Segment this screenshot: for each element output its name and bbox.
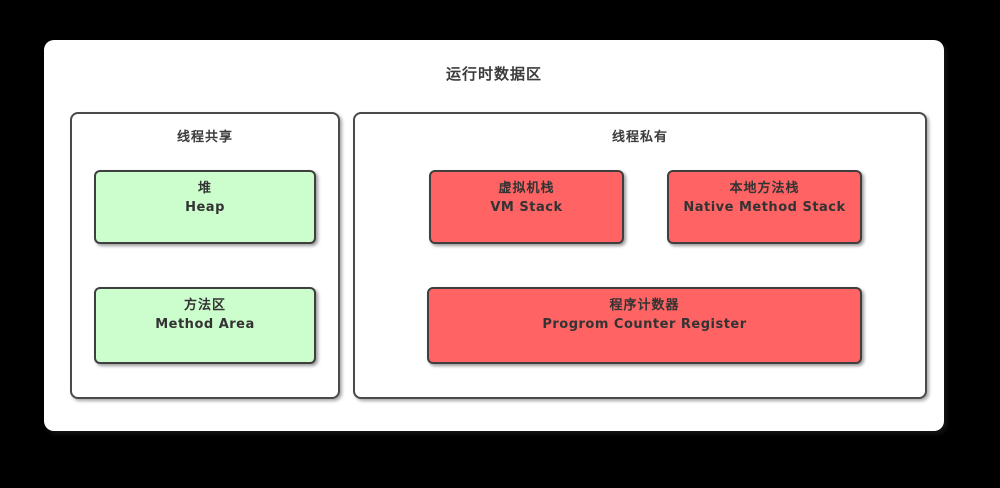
node-method-area-label-zh: 方法区 bbox=[183, 298, 226, 313]
group-thread-private-label: 线程私有 bbox=[611, 130, 668, 145]
node-heap-label-en: Heap bbox=[185, 199, 225, 215]
node-program-counter-register: 程序计数器 Progrom Counter Register bbox=[427, 287, 862, 364]
node-vm-stack-label-zh: 虚拟机栈 bbox=[498, 181, 555, 196]
node-vm-stack-label-en: VM Stack bbox=[490, 199, 563, 215]
node-heap: 堆 Heap bbox=[94, 170, 316, 244]
node-program-counter-register-label-zh: 程序计数器 bbox=[609, 298, 680, 313]
node-method-area-label-en: Method Area bbox=[155, 316, 255, 332]
diagram-title: 运行时数据区 bbox=[445, 65, 542, 83]
node-vm-stack: 虚拟机栈 VM Stack bbox=[429, 170, 624, 244]
node-native-method-stack-label-en: Native Method Stack bbox=[683, 199, 846, 215]
node-program-counter-register-label-en: Progrom Counter Register bbox=[542, 316, 747, 332]
group-thread-shared-label: 线程共享 bbox=[176, 130, 233, 145]
node-heap-label-zh: 堆 bbox=[197, 181, 212, 196]
node-native-method-stack-label-zh: 本地方法栈 bbox=[729, 181, 800, 196]
node-method-area: 方法区 Method Area bbox=[94, 287, 316, 364]
node-native-method-stack: 本地方法栈 Native Method Stack bbox=[667, 170, 862, 244]
